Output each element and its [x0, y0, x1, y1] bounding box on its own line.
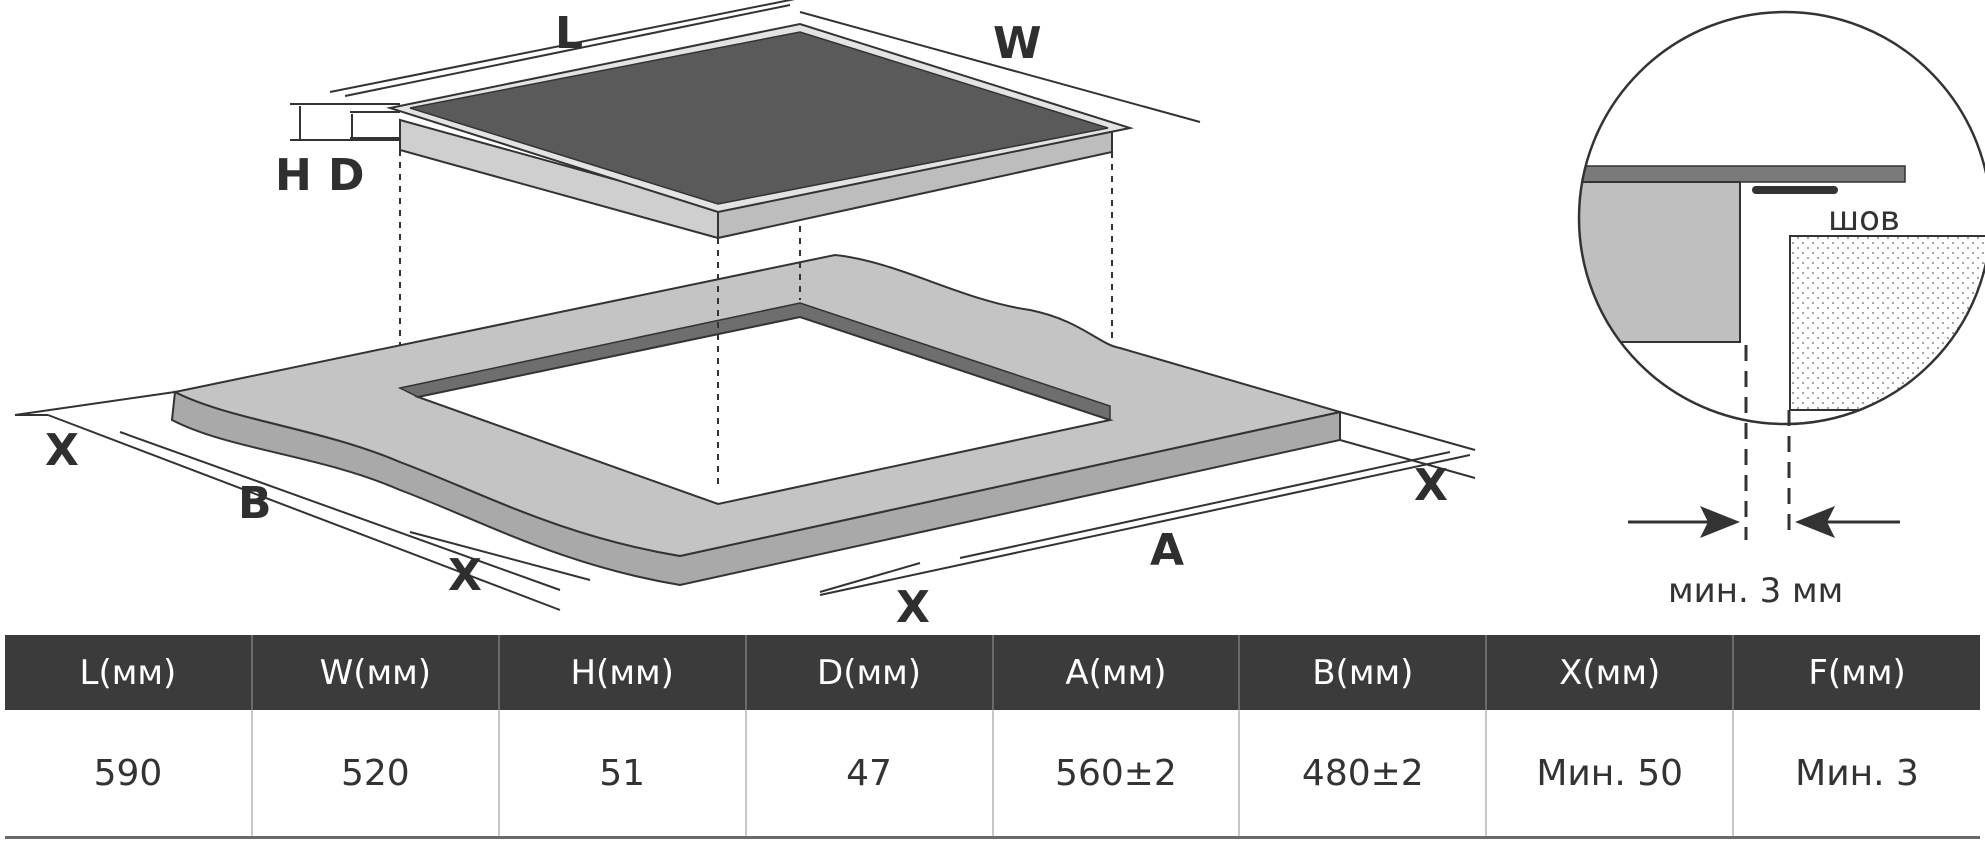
value-W: 520 — [251, 710, 500, 839]
arrow-left-icon — [1795, 506, 1900, 538]
value-B: 480±2 — [1239, 710, 1488, 839]
header-X: X(мм) — [1486, 635, 1735, 710]
value-L: 590 — [5, 710, 253, 839]
hob — [386, 22, 1134, 240]
dim-label-A: A — [1150, 525, 1184, 576]
seam-label: шов — [1828, 199, 1900, 239]
dim-label-X-left: X — [45, 425, 79, 476]
value-F: Мин. 3 — [1733, 710, 1980, 839]
projection-lines — [399, 150, 1113, 485]
header-D: D(мм) — [745, 635, 994, 710]
header-F: F(мм) — [1733, 635, 1980, 710]
detail-view: шов мин. 3 мм — [1577, 10, 1985, 611]
value-D: 47 — [745, 710, 994, 839]
header-B: B(мм) — [1239, 635, 1488, 710]
gap-label: мин. 3 мм — [1668, 571, 1843, 611]
value-H: 51 — [498, 710, 747, 839]
value-X: Мин. 50 — [1486, 710, 1735, 839]
table-header-row: L(мм) W(мм) H(мм) D(мм) A(мм) B(мм) X(мм… — [5, 635, 1980, 710]
value-A: 560±2 — [992, 710, 1241, 839]
hob-glass — [409, 31, 1109, 205]
dim-label-X-right: X — [1414, 460, 1448, 511]
dim-label-D: D — [328, 150, 365, 201]
detail-hob-glass — [1579, 165, 1906, 183]
arrow-right-icon — [1628, 506, 1740, 538]
detail-countertop — [1789, 235, 1985, 411]
dim-label-W: W — [993, 18, 1042, 69]
dim-label-L: L — [555, 8, 583, 59]
dimensions-table: L(мм) W(мм) H(мм) D(мм) A(мм) B(мм) X(мм… — [5, 635, 1980, 839]
dim-label-X-bottom-left: X — [448, 550, 482, 601]
header-H: H(мм) — [498, 635, 747, 710]
header-A: A(мм) — [992, 635, 1241, 710]
header-L: L(мм) — [5, 635, 253, 710]
detail-hob-body — [1579, 181, 1741, 343]
dim-label-H: H — [275, 150, 312, 201]
dim-label-B: B — [238, 478, 272, 529]
detail-seal — [1752, 186, 1838, 194]
cutout-opening — [414, 315, 1114, 506]
dimension-lines — [14, 0, 1476, 611]
table-row: 590 520 51 47 560±2 480±2 Мин. 50 Мин. 3 — [5, 710, 1980, 839]
detail-circle — [1577, 10, 1985, 426]
dim-label-X-bottom-right: X — [896, 582, 930, 633]
header-W: W(мм) — [251, 635, 500, 710]
countertop — [170, 253, 1341, 587]
